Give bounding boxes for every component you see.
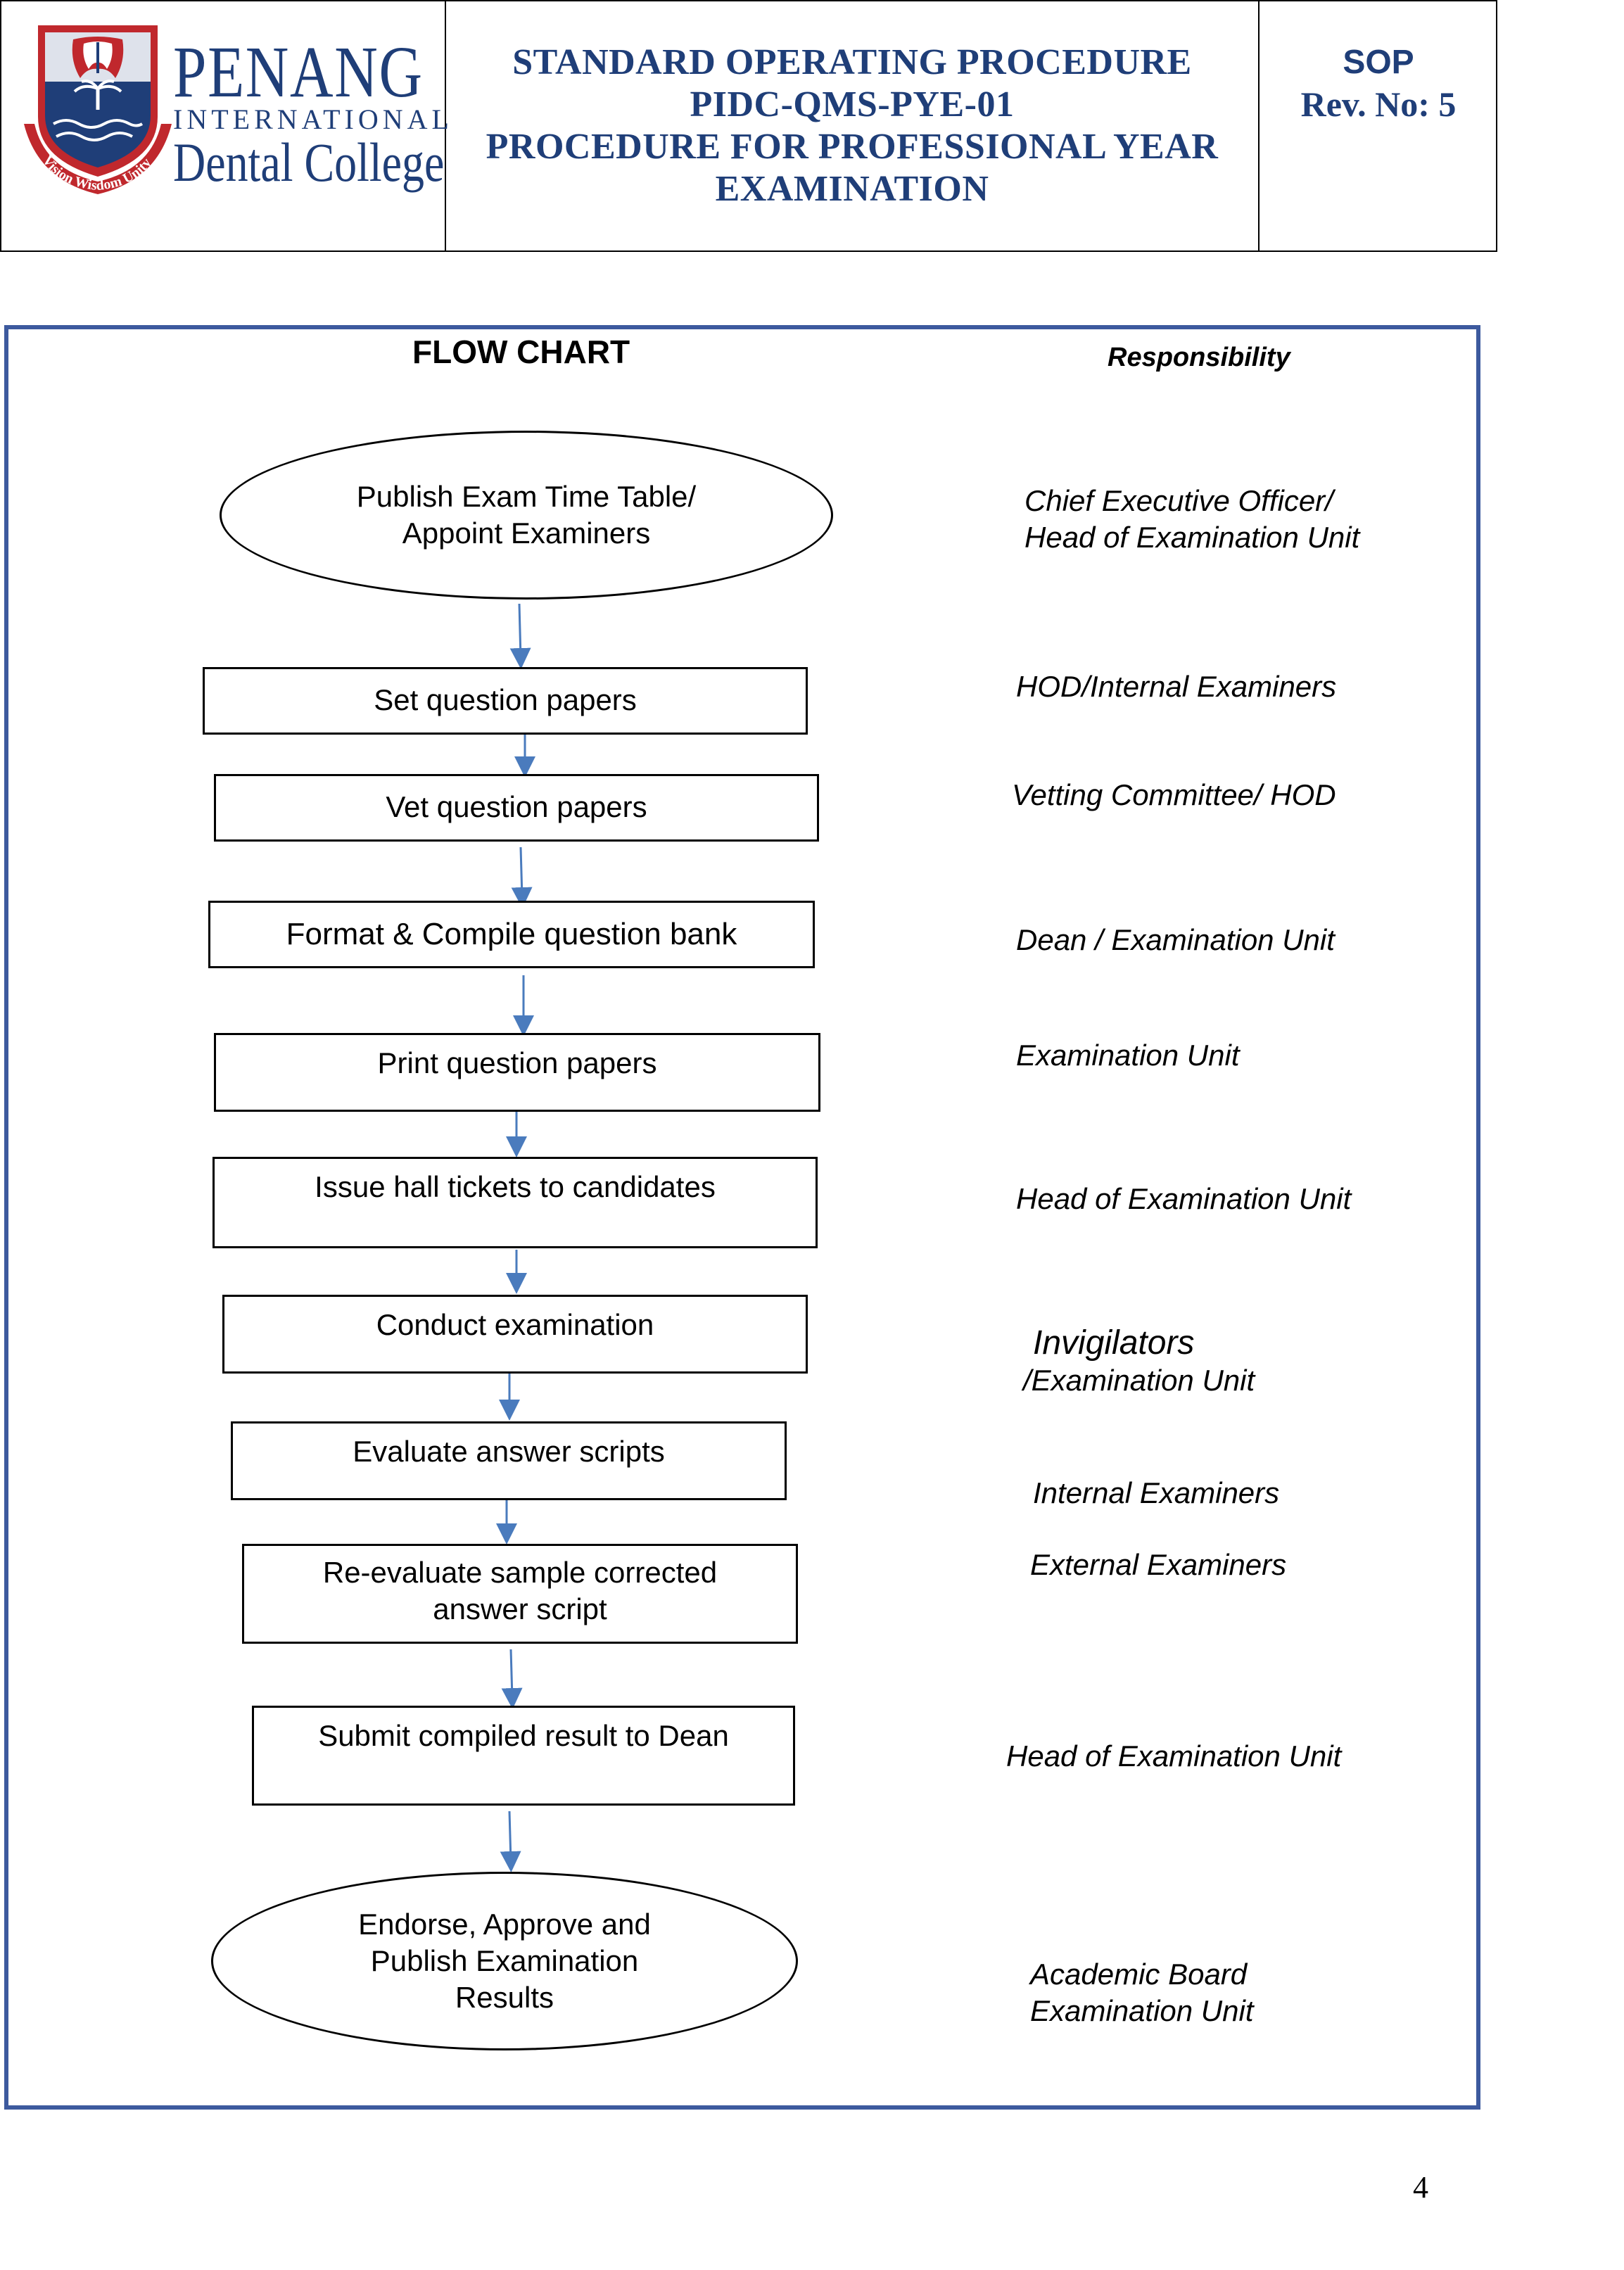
flow-step-print-papers: Print question papers	[214, 1033, 820, 1112]
flow-step-text: Re-evaluate sample corrected	[322, 1556, 718, 1589]
responsibility-step-2: HOD/Internal Examiners	[1016, 668, 1336, 705]
flow-step-text: Publish Examination	[370, 1944, 639, 1977]
logo-name-line1: PENANG	[173, 32, 424, 113]
flow-step-text: Issue hall tickets to candidates	[315, 1170, 716, 1203]
college-crest-icon: Vision Wisdom Unity	[24, 25, 172, 194]
document-title-cell: STANDARD OPERATING PROCEDURE PIDC-QMS-PY…	[446, 1, 1260, 251]
responsibility-step-7: Invigilators /Examination Unit	[1023, 1324, 1255, 1399]
flow-step-text: Format & Compile question bank	[286, 917, 737, 951]
flow-step-evaluate-scripts: Evaluate answer scripts	[231, 1421, 787, 1500]
sop-label: SOP	[1343, 44, 1414, 81]
flowchart-title: FLOW CHART	[412, 334, 630, 370]
responsibility-text: HOD/Internal Examiners	[1016, 670, 1337, 703]
flow-step-set-papers: Set question papers	[203, 667, 808, 735]
responsibility-text: Examination Unit	[1030, 1994, 1254, 2027]
flow-step-vet-papers: Vet question papers	[214, 774, 819, 842]
document-title-line: PROCEDURE FOR PROFESSIONAL YEAR	[486, 127, 1219, 167]
responsibility-text: Head of Examination Unit	[1024, 521, 1360, 554]
responsibility-text: Head of Examination Unit	[1016, 1182, 1352, 1215]
revision-cell: SOP Rev. No: 5	[1260, 1, 1497, 251]
page-number: 4	[1413, 2170, 1428, 2205]
responsibility-text: Head of Examination Unit	[1006, 1739, 1342, 1773]
revision-number: Rev. No: 5	[1300, 84, 1457, 124]
responsibility-text: Internal Examiners	[1033, 1476, 1280, 1509]
flow-step-text: Appoint Examiners	[402, 516, 651, 550]
logo-name-line3: Dental College	[173, 132, 445, 193]
responsibility-text: Academic Board	[1030, 1958, 1248, 1991]
responsibility-step-6: Head of Examination Unit	[1016, 1181, 1351, 1217]
responsibility-step-1: Chief Executive Officer/ Head of Examina…	[1024, 483, 1359, 556]
flow-step-text: Endorse, Approve and	[358, 1908, 651, 1941]
responsibility-step-5: Examination Unit	[1016, 1037, 1239, 1074]
responsibility-step-4: Dean / Examination Unit	[1016, 922, 1335, 958]
flow-step-text: answer script	[433, 1592, 607, 1625]
college-logo: Vision Wisdom Unity PENANG INTERNATIONAL…	[17, 18, 449, 201]
flow-step-text: Evaluate answer scripts	[353, 1435, 665, 1468]
responsibility-step-9: External Examiners	[1030, 1547, 1286, 1583]
flow-step-text: Results	[455, 1981, 554, 2014]
flow-step-text: Publish Exam Time Table/	[356, 480, 697, 513]
responsibility-step-3: Vetting Committee/ HOD	[1012, 777, 1336, 813]
logo-cell: Vision Wisdom Unity PENANG INTERNATIONAL…	[1, 1, 449, 251]
responsibility-title: Responsibility	[1108, 343, 1290, 372]
responsibility-text: Examination Unit	[1016, 1039, 1240, 1072]
flow-step-text: Submit compiled result to Dean	[318, 1719, 729, 1752]
responsibility-text: External Examiners	[1030, 1548, 1287, 1581]
flow-step-publish-timetable: Publish Exam Time Table/Appoint Examiner…	[220, 431, 833, 600]
responsibility-text: Vetting Committee/ HOD	[1012, 778, 1336, 811]
responsibility-text: /Examination Unit	[1023, 1364, 1255, 1397]
document-title-line: EXAMINATION	[715, 169, 989, 209]
responsibility-step-10: Head of Examination Unit	[1006, 1738, 1341, 1775]
document-header: Vision Wisdom Unity PENANG INTERNATIONAL…	[0, 0, 1497, 252]
responsibility-step-11: Academic Board Examination Unit	[1030, 1956, 1253, 2029]
logo-name-line2: INTERNATIONAL	[173, 103, 453, 135]
document-code: PIDC-QMS-PYE-01	[690, 84, 1015, 125]
flowchart-frame	[4, 325, 1480, 2110]
flow-step-text: Set question papers	[374, 683, 637, 716]
flow-step-text: Print question papers	[377, 1046, 657, 1079]
responsibility-step-8: Internal Examiners	[1033, 1475, 1279, 1511]
flow-step-conduct-exam: Conduct examination	[222, 1295, 808, 1374]
responsibility-text: Invigilators	[1033, 1324, 1195, 1362]
flow-step-compile-bank: Format & Compile question bank	[208, 901, 815, 968]
flow-step-issue-tickets: Issue hall tickets to candidates	[212, 1157, 818, 1248]
responsibility-text: Dean / Examination Unit	[1016, 923, 1335, 956]
flow-step-text: Conduct examination	[376, 1308, 654, 1341]
document-title-line: STANDARD OPERATING PROCEDURE	[512, 42, 1192, 82]
responsibility-text: Chief Executive Officer/	[1024, 484, 1333, 517]
flow-step-text: Vet question papers	[386, 790, 647, 823]
flow-step-submit-result: Submit compiled result to Dean	[252, 1706, 795, 1806]
